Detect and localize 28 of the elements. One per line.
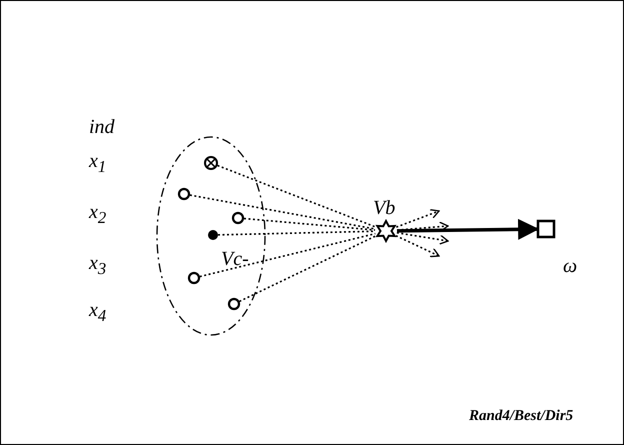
row-label: ind (89, 117, 115, 137)
row-label: x$_{4}$ (89, 300, 106, 325)
arrow (396, 232, 449, 245)
arrow (396, 234, 440, 258)
connector-line (239, 235, 376, 302)
row-label: x$_{2}$ (89, 202, 106, 227)
circle-point (232, 212, 244, 224)
square-point (537, 220, 555, 238)
circle-point (228, 298, 240, 310)
circle-point (188, 272, 200, 284)
connector-line (217, 164, 376, 228)
arrow (396, 218, 540, 240)
row-label: x$_{1}$ (89, 151, 106, 176)
star-point (375, 220, 397, 242)
arrow (396, 208, 440, 228)
scheme-caption: Rand4/Best/Dir5 (469, 409, 574, 424)
connector-line (200, 232, 376, 278)
circle-point (178, 188, 190, 200)
point-label: ω (563, 256, 578, 276)
connector-line (244, 218, 376, 231)
filled-point (208, 230, 218, 240)
row-label: x$_{3}$ (89, 253, 106, 278)
point-label: Vc- (221, 249, 249, 269)
ellipse-outline (156, 136, 266, 336)
crossed-circle-point (204, 156, 218, 170)
connector-line (218, 230, 376, 236)
connector-line (190, 194, 376, 230)
point-label: Vb (373, 198, 396, 218)
